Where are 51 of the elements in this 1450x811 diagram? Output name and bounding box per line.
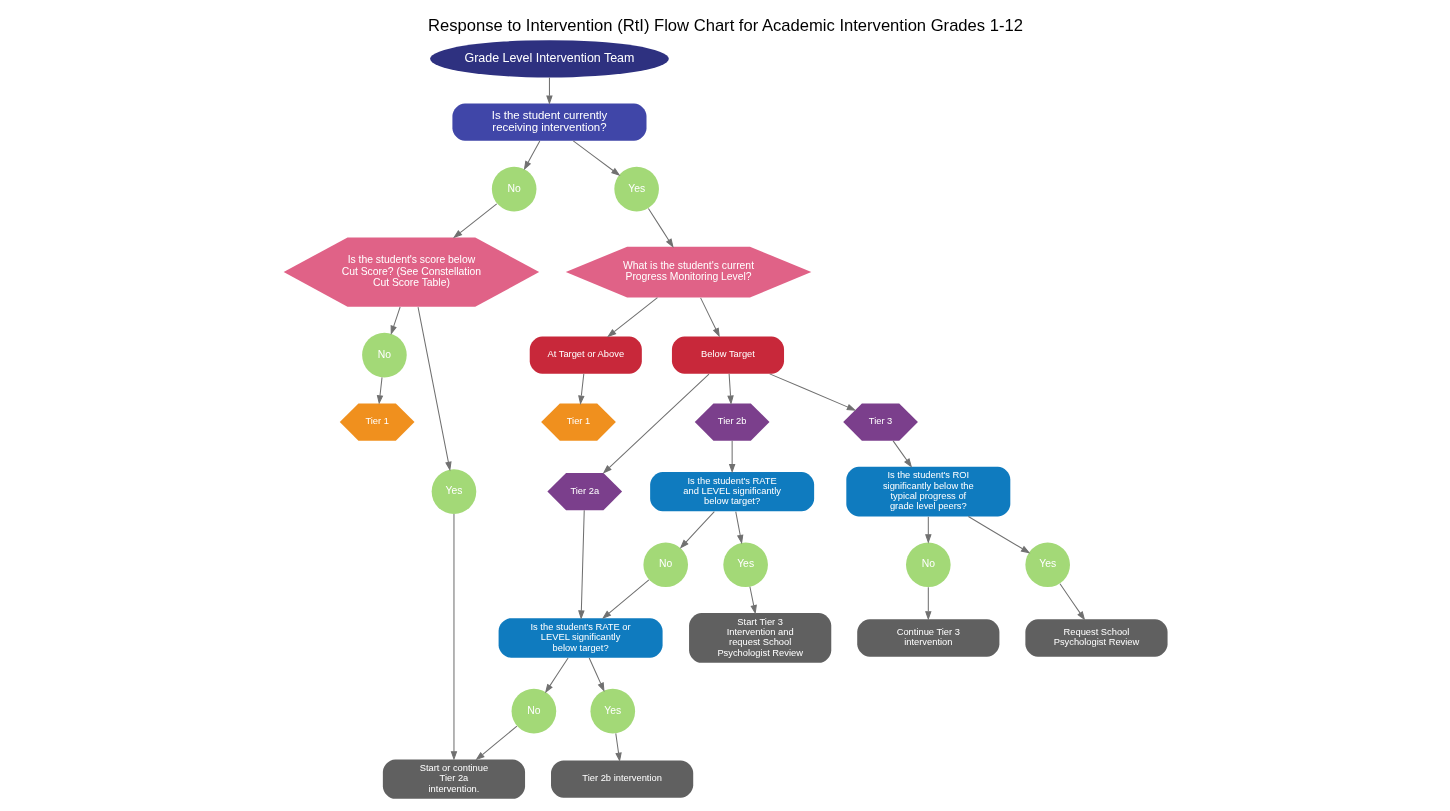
arrow	[452, 202, 497, 238]
arrow	[417, 306, 452, 471]
arrow	[577, 509, 585, 620]
node-box: Is the student's ROI significantly below the typical progress of grade level peers?	[845, 466, 1010, 516]
arrow	[606, 296, 658, 337]
arrow	[924, 586, 932, 621]
node-box: Start or continue Tier 2a intervention.	[382, 758, 525, 799]
node-circle: Yes	[589, 688, 635, 733]
arrow	[577, 372, 585, 405]
node-circle: No	[511, 688, 556, 733]
arrow	[728, 439, 735, 473]
node-box: Start Tier 3 Intervention and request School Psychologist Review	[688, 612, 831, 663]
arrow	[545, 76, 553, 105]
arrow	[390, 305, 401, 335]
node-box: Request School Psychologist Review	[1024, 618, 1168, 657]
node-box: Continue Tier 3 intervention	[856, 618, 999, 657]
arrow	[602, 373, 709, 474]
node-box: Is the student's RATE or LEVEL significantly below target?	[498, 617, 663, 658]
node-circle: Yes	[722, 541, 768, 587]
node-circle: Yes	[431, 468, 476, 514]
arrow	[1058, 582, 1085, 621]
arrow	[768, 372, 856, 411]
arrow	[572, 139, 620, 176]
node-circle: Yes	[613, 166, 659, 211]
node-box: Below Target	[671, 335, 784, 374]
arrow	[601, 578, 649, 619]
node-circle: Yes	[1024, 541, 1070, 587]
arrow	[892, 439, 912, 468]
arrow	[679, 510, 715, 549]
arrow	[734, 510, 743, 544]
arrow	[647, 207, 674, 248]
diagram-title: Response to Intervention (RtI) Flow Chart for Academic Intervention Grades 1-12	[427, 15, 1023, 35]
arrow	[588, 657, 605, 692]
node-box: Tier 2b intervention	[550, 759, 693, 798]
arrow	[544, 657, 569, 693]
arrow	[699, 296, 720, 337]
arrow	[523, 139, 540, 170]
node-circle: No	[905, 541, 951, 587]
node-box: At Target or Above	[529, 335, 642, 374]
node-box: Is the student currently receiving intervention?	[451, 102, 646, 141]
arrow	[967, 515, 1030, 553]
arrow	[726, 372, 734, 405]
node-box: Is the student's RATE and LEVEL significantly below target?	[649, 471, 814, 511]
arrow	[376, 376, 383, 405]
node-circle: No	[491, 166, 536, 211]
node-circle: No	[361, 332, 407, 377]
arrow	[474, 725, 517, 760]
node-ellipse: Grade Level Intervention Team	[429, 39, 669, 77]
arrow	[748, 585, 757, 614]
arrow	[450, 513, 457, 761]
arrow	[614, 732, 622, 762]
